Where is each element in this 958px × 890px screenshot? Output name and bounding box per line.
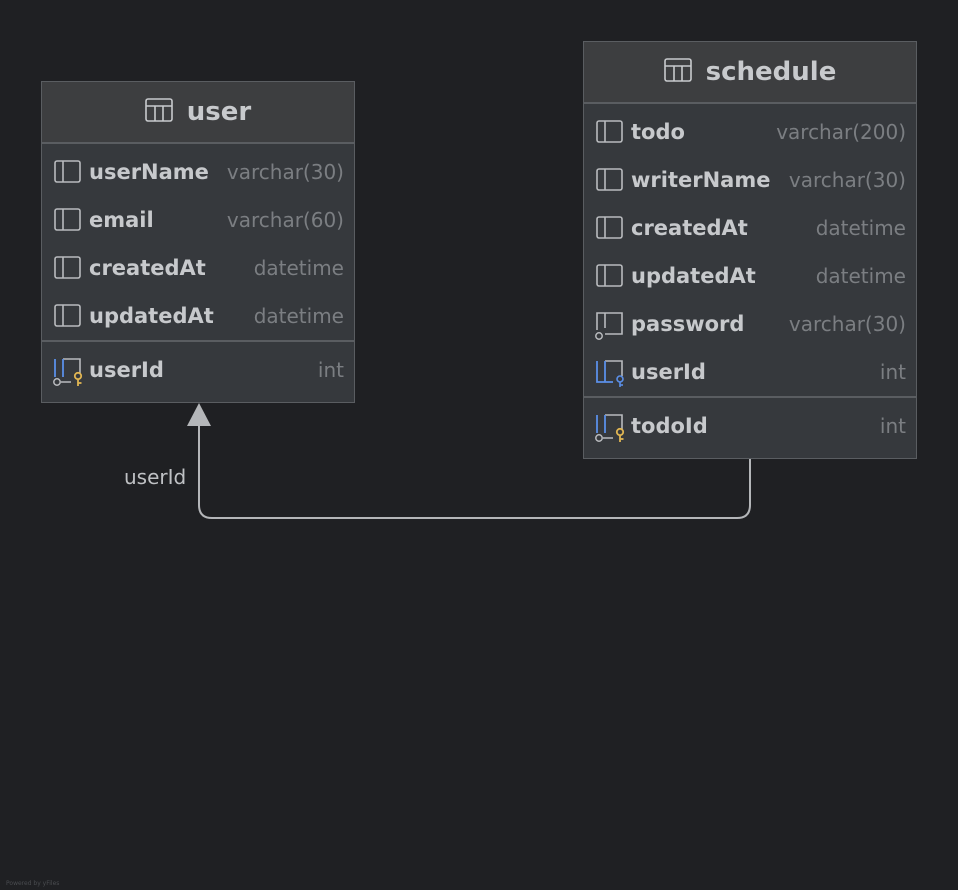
column-type: int	[879, 414, 906, 438]
column-name: email	[89, 208, 154, 232]
column-not-null-icon	[595, 310, 625, 340]
column-icon	[53, 254, 83, 284]
column-row[interactable]: createdAt datetime	[42, 244, 354, 292]
column-row[interactable]: writerName varchar(30)	[584, 156, 916, 204]
column-type: datetime	[253, 256, 344, 280]
column-type: varchar(30)	[226, 160, 344, 184]
column-row[interactable]: userId int	[584, 348, 916, 396]
column-icon	[595, 262, 625, 292]
key-row[interactable]: todoId int	[584, 402, 916, 450]
column-type: varchar(30)	[788, 312, 906, 336]
key-row[interactable]: userId int	[42, 346, 354, 394]
table-icon	[663, 58, 692, 86]
relation-label: userId	[124, 465, 187, 489]
column-name: updatedAt	[89, 304, 214, 328]
column-icon	[53, 206, 83, 236]
entity-title: schedule	[705, 57, 837, 87]
entity-header[interactable]: schedule	[584, 42, 916, 104]
column-type: int	[879, 360, 906, 384]
column-row[interactable]: userName varchar(30)	[42, 148, 354, 196]
table-icon	[144, 98, 173, 126]
column-row[interactable]: email varchar(60)	[42, 196, 354, 244]
column-name: todoId	[631, 414, 708, 438]
footer-note: Powered by yFiles	[6, 880, 60, 887]
entity-schedule[interactable]: schedule todo varchar(200)writerName varch…	[583, 41, 917, 459]
column-row[interactable]: todo varchar(200)	[584, 108, 916, 156]
column-icon	[595, 118, 625, 148]
edge-line[interactable]	[198, 426, 751, 519]
entity-user[interactable]: user userName varchar(30) email varchar(60)…	[41, 81, 355, 403]
column-type: varchar(60)	[226, 208, 344, 232]
column-name: todo	[631, 120, 685, 144]
column-name: updatedAt	[631, 264, 756, 288]
column-type: datetime	[815, 216, 906, 240]
column-type: datetime	[253, 304, 344, 328]
column-row[interactable]: createdAt datetime	[584, 204, 916, 252]
primary-key-icon	[595, 412, 625, 442]
column-type: varchar(200)	[776, 120, 906, 144]
column-type: varchar(30)	[788, 168, 906, 192]
column-icon	[595, 166, 625, 196]
column-name: createdAt	[631, 216, 748, 240]
column-row[interactable]: updatedAt datetime	[584, 252, 916, 300]
column-name: userId	[631, 360, 706, 384]
column-name: userName	[89, 160, 209, 184]
primary-key-icon	[53, 356, 83, 386]
column-icon	[595, 214, 625, 244]
column-type: datetime	[815, 264, 906, 288]
column-name: writerName	[631, 168, 771, 192]
column-name: userId	[89, 358, 164, 382]
column-name: createdAt	[89, 256, 206, 280]
column-type: int	[317, 358, 344, 382]
entity-title: user	[186, 97, 252, 127]
entity-header[interactable]: user	[42, 82, 354, 144]
column-row[interactable]: password varchar(30)	[584, 300, 916, 348]
column-row[interactable]: updatedAt datetime	[42, 292, 354, 340]
column-name: password	[631, 312, 745, 336]
arrow-head	[187, 403, 211, 426]
column-icon	[53, 158, 83, 188]
column-icon	[53, 302, 83, 332]
foreign-key-icon	[595, 358, 625, 388]
